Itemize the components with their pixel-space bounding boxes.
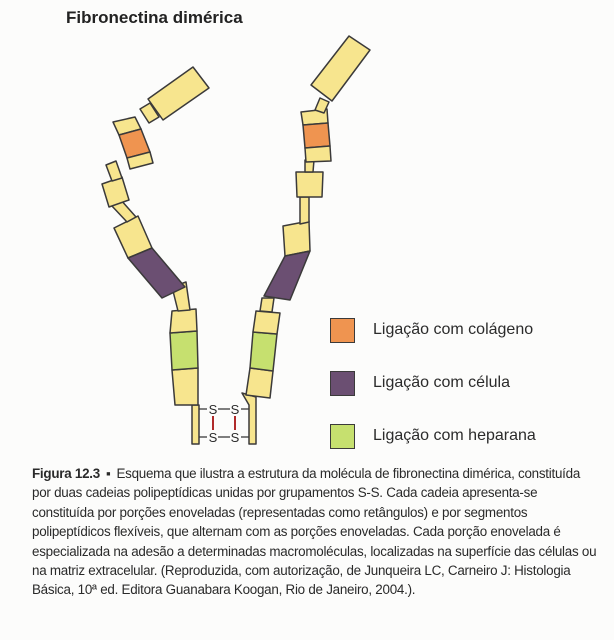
figure-title: Fibronectina dimérica xyxy=(66,8,243,27)
legend-label-cell: Ligação com célula xyxy=(373,374,510,391)
right-linker-mid xyxy=(299,196,310,225)
heparan-swatch xyxy=(330,423,355,449)
left-globule-bottom xyxy=(171,367,199,406)
left-globule-cell xyxy=(127,247,186,299)
left-globule-small xyxy=(101,176,130,208)
disulfide-bonds xyxy=(199,408,249,438)
left-globule-end xyxy=(147,66,210,121)
sulfur-bottom-left: S xyxy=(209,430,218,445)
sulfur-top-left: S xyxy=(209,402,218,417)
sulfur-top-right: S xyxy=(231,402,240,417)
legend-item-collagen: Ligação com colágeno xyxy=(330,317,533,343)
left-linker-upper xyxy=(105,160,123,182)
right-globule-collagen-lower xyxy=(304,145,332,163)
collagen-swatch xyxy=(330,317,355,343)
right-globule-cell xyxy=(263,250,311,301)
right-globule-top xyxy=(252,310,281,335)
right-globule-cell-upper xyxy=(282,220,311,257)
sulfur-bottom-right: S xyxy=(231,430,240,445)
figure-caption: Figura 12.3 ▪Esquema que ilustra a estrut… xyxy=(32,464,600,600)
left-globule-heparan xyxy=(169,330,199,371)
legend-label-collagen: Ligação com colágeno xyxy=(373,321,534,338)
right-globule-heparan xyxy=(249,331,278,372)
legend-label-heparan: Ligação com heparana xyxy=(373,427,536,444)
legend-item-heparan: Ligação com heparana xyxy=(330,423,536,449)
left-globule-top xyxy=(169,308,198,334)
caption-label: Figura 12.3 xyxy=(32,466,100,481)
right-linker-lower xyxy=(259,297,275,313)
right-globule-collagen xyxy=(302,122,331,149)
left-tail-segment xyxy=(191,404,200,445)
cell-swatch xyxy=(330,370,355,396)
caption-text: Esquema que ilustra a estrutura da moléc… xyxy=(32,466,597,598)
right-globule-small xyxy=(295,171,324,198)
legend-item-cell: Ligação com célula xyxy=(330,370,510,396)
right-globule-end xyxy=(310,35,371,102)
left-globule-collagen-lower xyxy=(126,151,154,170)
right-globule-bottom xyxy=(245,367,274,399)
caption-separator: ▪ xyxy=(105,466,111,481)
fibronectin-diagram: S S S S xyxy=(101,35,371,445)
left-linker-top xyxy=(139,102,160,124)
right-linker-top xyxy=(314,97,330,114)
